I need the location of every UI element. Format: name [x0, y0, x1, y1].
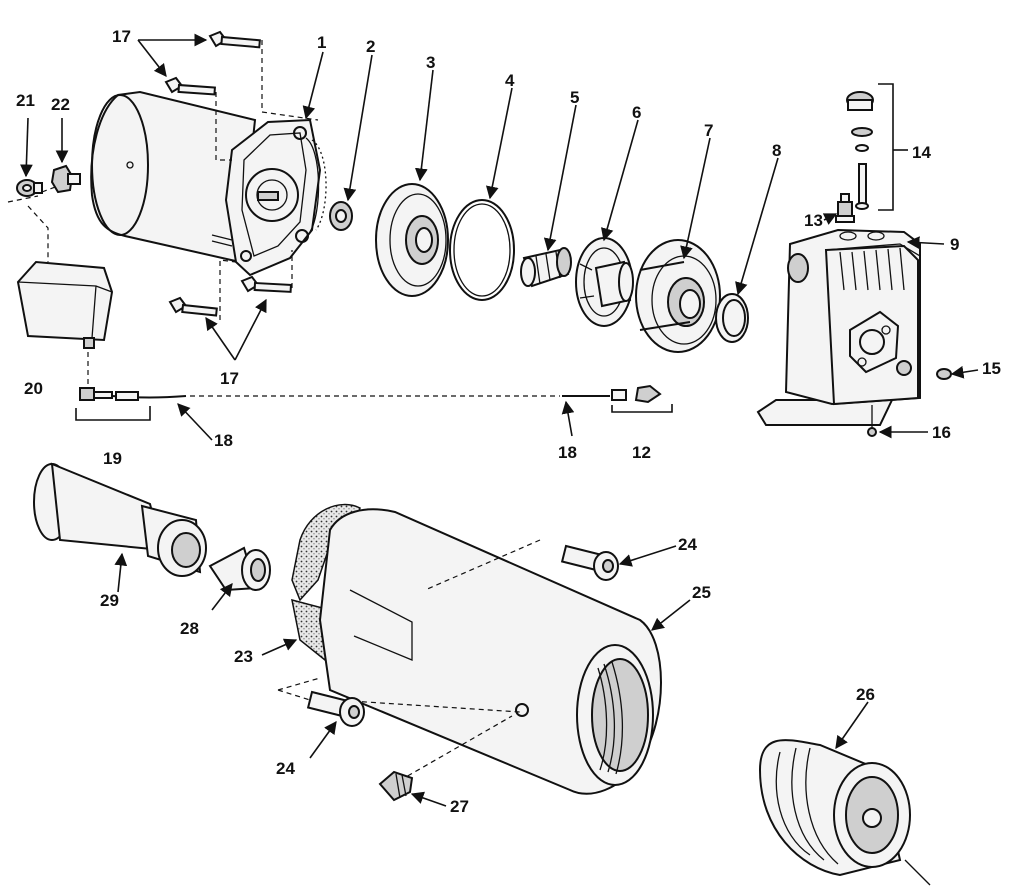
fitting-guide-dashes	[7, 185, 59, 262]
callout-9: 9	[950, 235, 959, 254]
bolt-part-17-lower-left	[168, 296, 218, 317]
plug-part-27	[378, 770, 414, 802]
bolt-part-17-lower-right	[240, 275, 293, 293]
callout-8: 8	[772, 141, 781, 160]
impeller-part-6	[575, 237, 634, 327]
diffuser-part-7	[635, 239, 721, 353]
callout-15: 15	[982, 359, 1001, 378]
callout-3: 3	[426, 53, 435, 72]
bolt-guide-dashes	[215, 40, 319, 320]
callout-6: 6	[632, 103, 641, 122]
callout-28: 28	[180, 619, 199, 638]
regulator-part-26	[758, 739, 931, 886]
callout-5: 5	[570, 88, 579, 107]
fitting-part-21	[16, 179, 43, 197]
leader-lines	[20, 33, 979, 807]
callout-7: 7	[704, 121, 713, 140]
callout-13: 13	[804, 211, 823, 230]
tubing-part-18-left	[111, 391, 187, 401]
callout-21: 21	[16, 91, 35, 110]
callout-26: 26	[856, 685, 875, 704]
callout-22: 22	[51, 95, 70, 114]
nozzle-part-28	[208, 546, 271, 592]
screw-part-24-lower	[306, 690, 365, 727]
callout-17-top: 17	[112, 27, 131, 46]
callout-17-bottom: 17	[220, 369, 239, 388]
bolt-part-17-top	[208, 30, 261, 49]
fitting-part-22	[50, 164, 81, 194]
callout-20: 20	[24, 379, 43, 398]
callout-16: 16	[932, 423, 951, 442]
seal-plate-part-3	[375, 183, 449, 297]
pressure-switch-part-20	[16, 260, 114, 349]
screw-part-24-upper	[560, 544, 619, 581]
shaft-seal-part-5	[520, 247, 572, 288]
callout-24-upper: 24	[678, 535, 697, 554]
motor-part-1	[90, 90, 327, 277]
callout-4: 4	[505, 71, 515, 90]
drain-plug-part-16	[867, 405, 877, 437]
callout-12: 12	[632, 443, 651, 462]
callout-1: 1	[317, 33, 326, 52]
fitting-part-13	[835, 193, 855, 223]
callout-25: 25	[692, 583, 711, 602]
priming-plug-part-14	[846, 83, 894, 211]
callout-19: 19	[103, 449, 122, 468]
callout-labels: 17 1 2 3 4 5 6 7 8 9 13 14 15 16 17 18 1…	[16, 27, 1001, 816]
bolt-part-17-upper	[164, 76, 216, 96]
tube-fitting-part-12	[611, 384, 673, 413]
callout-2: 2	[366, 37, 375, 56]
callout-24-lower: 24	[276, 759, 295, 778]
ejector-tube-part-29	[33, 462, 207, 577]
callout-14: 14	[912, 143, 931, 162]
seal-part-2	[329, 201, 353, 231]
callout-18-right: 18	[558, 443, 577, 462]
tube-fitting-part-19	[75, 387, 151, 421]
callout-18-left: 18	[214, 431, 233, 450]
drain-plug-part-15	[936, 368, 952, 380]
tubing-guide-dashes	[87, 352, 560, 397]
jet-body-part-25	[318, 508, 662, 795]
callout-27: 27	[450, 797, 469, 816]
wear-ring-part-8	[715, 293, 749, 343]
o-ring-part-4	[449, 199, 515, 301]
pump-body-part-9	[756, 228, 921, 426]
callout-23: 23	[234, 647, 253, 666]
callout-29: 29	[100, 591, 119, 610]
body-guide-dashes	[277, 539, 541, 786]
